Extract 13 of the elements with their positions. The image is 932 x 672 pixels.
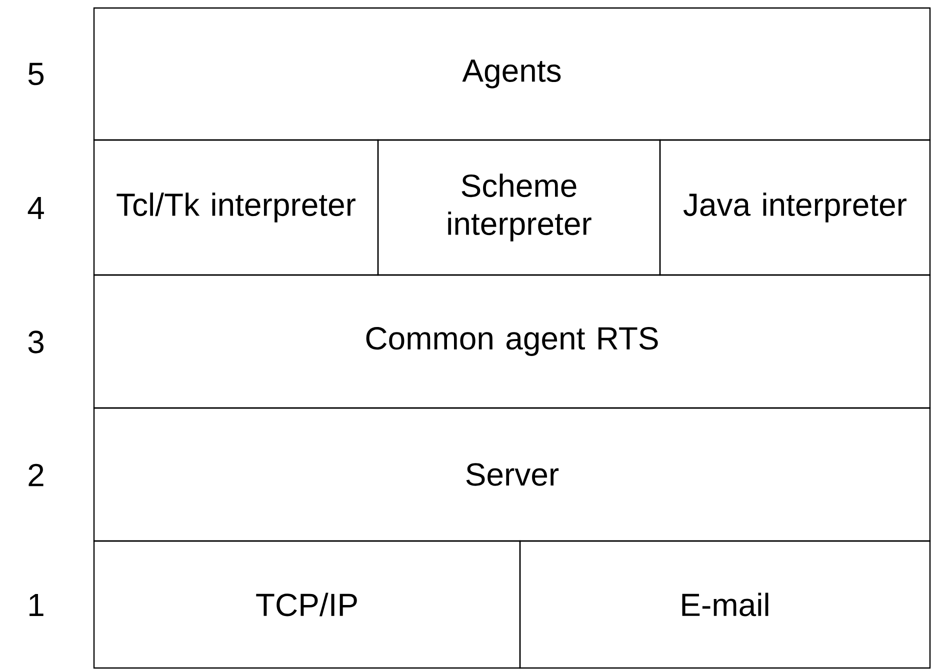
layer-number: 3 <box>28 330 44 354</box>
layer-cell: Tcl/Tk interpreter <box>93 139 379 276</box>
layer-cell: Agents <box>93 7 931 141</box>
layer-cell: Java interpreter <box>659 139 931 276</box>
layer-number: 2 <box>28 464 44 486</box>
layer-number: 4 <box>28 197 44 219</box>
layer-cell: Scheme interpreter <box>377 139 661 276</box>
layer-number: 5 <box>28 62 44 86</box>
layer-cell: Common agent RTS <box>93 274 931 409</box>
layer-cell: TCP/IP <box>93 540 521 669</box>
layer-cell: Server <box>93 407 931 542</box>
layer-cell: E-mail <box>519 540 931 669</box>
layer-number: 1 <box>30 594 44 616</box>
